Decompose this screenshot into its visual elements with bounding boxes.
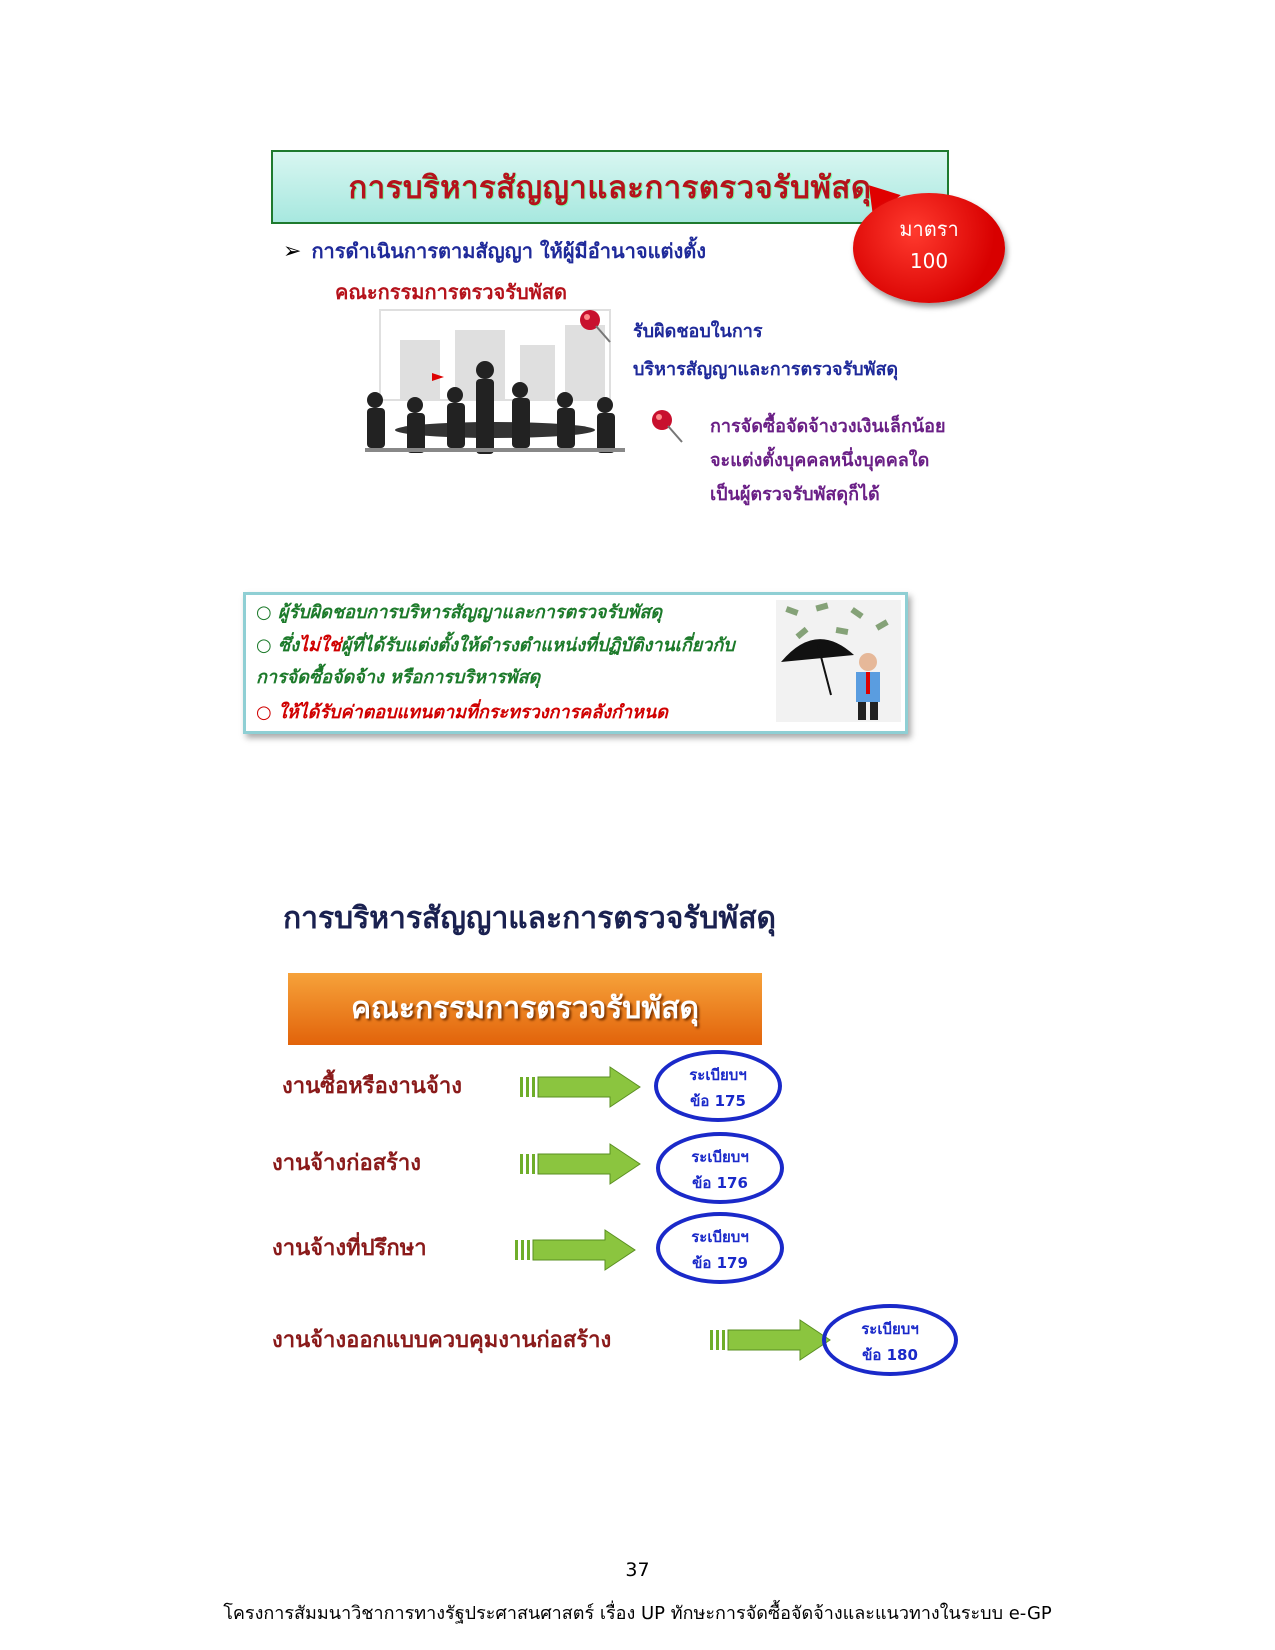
regulation-oval: ระเบียบฯ ข้อ 175 xyxy=(654,1050,782,1122)
regulation-oval: ระเบียบฯ ข้อ 180 xyxy=(822,1304,958,1376)
green-arrow-icon xyxy=(520,1066,641,1108)
footer-text: โครงการสัมมนาวิชาการทางรัฐประศาสนศาสตร์ … xyxy=(223,1603,1052,1624)
badge-line1: มาตรา xyxy=(899,217,959,241)
regulation-oval: ระเบียบฯ ข้อ 176 xyxy=(656,1132,784,1204)
responsibility-line1: รับผิดชอบในการ xyxy=(633,321,763,342)
regulation-clause: ข้อ 175 xyxy=(690,1092,746,1110)
row-label: งานจ้างก่อสร้าง xyxy=(272,1151,421,1176)
green-arrow-icon xyxy=(515,1229,636,1271)
regulation-label: ระเบียบฯ xyxy=(861,1320,919,1338)
page-number: 37 xyxy=(625,1559,650,1581)
bullet-contract: ➢ การดำเนินการตามสัญญา ให้ผู้มีอำนาจแต่งต… xyxy=(283,235,706,267)
info-line2-negation: ไม่ใช่ xyxy=(298,635,341,656)
responsibility-text: รับผิดชอบในการ บริหารสัญญาและการตรวจรับพ… xyxy=(633,313,898,389)
regulation-label: ระเบียบฯ xyxy=(691,1228,749,1246)
regulation-label: ระเบียบฯ xyxy=(689,1066,747,1084)
regulation-clause: ข้อ 179 xyxy=(692,1254,748,1272)
slide1-title: การบริหารสัญญาและการตรวจรับพัสดุ xyxy=(348,170,872,206)
info-line4: ○ ให้ได้รับค่าตอบแทนตามที่กระทรวงการคลัง… xyxy=(256,702,668,723)
green-arrow-icon xyxy=(710,1319,831,1361)
pushpin-icon xyxy=(580,310,611,343)
pushpin-icon xyxy=(652,410,683,443)
section-badge: มาตรา 100 xyxy=(853,193,1005,303)
bullet-committee: คณะกรรมการตรวจรับพัสด xyxy=(335,280,568,304)
small-purchase-line2: จะแต่งตั้งบุคคลหนึ่งบุคคลใด xyxy=(710,450,930,471)
info-line1: ○ ผู้รับผิดชอบการบริหารสัญญาและการตรวจรั… xyxy=(256,602,663,623)
info-line3: การจัดซื้อจัดจ้าง หรือการบริหารพัสดุ xyxy=(256,667,541,688)
small-purchase-text: การจัดซื้อจัดจ้างวงเงินเล็กน้อย จะแต่งตั… xyxy=(710,410,946,512)
regulation-clause: ข้อ 176 xyxy=(692,1174,748,1192)
responsibility-line2: บริหารสัญญาและการตรวจรับพัสดุ xyxy=(633,359,899,380)
money-umbrella-image xyxy=(776,600,901,722)
green-arrow-icon xyxy=(520,1143,641,1185)
row-label: งานซื้อหรืองานจ้าง xyxy=(282,1074,462,1099)
info-line2-post: ผู้ที่ได้รับแต่งตั้งให้ดำรงตำแหน่งที่ปฏิ… xyxy=(340,635,735,656)
badge-line2: 100 xyxy=(909,249,949,273)
slide2-title: การบริหารสัญญาและการตรวจรับพัสดุ xyxy=(283,901,776,936)
regulation-clause: ข้อ 180 xyxy=(862,1346,918,1364)
row-label: งานจ้างที่ปรึกษา xyxy=(272,1236,427,1261)
meeting-illustration xyxy=(365,309,625,454)
regulation-label: ระเบียบฯ xyxy=(691,1148,749,1166)
arrow-bullet-icon: ➢ xyxy=(283,239,302,264)
regulation-oval: ระเบียบฯ ข้อ 179 xyxy=(656,1212,784,1284)
slide1-title-box xyxy=(271,150,949,224)
committee-banner-text: คณะกรรมการตรวจรับพัสดุ xyxy=(350,991,700,1026)
small-purchase-line1: การจัดซื้อจัดจ้างวงเงินเล็กน้อย xyxy=(710,416,946,437)
bullet-contract-text: การดำเนินการตามสัญญา ให้ผู้มีอำนาจแต่งตั… xyxy=(311,239,706,263)
committee-banner xyxy=(288,973,762,1045)
info-line2-pre: ○ ซึ่ง xyxy=(256,635,299,656)
row-label: งานจ้างออกแบบควบคุมงานก่อสร้าง xyxy=(272,1328,612,1353)
info-line2: ○ ซึ่งไม่ใช่ผู้ที่ได้รับแต่งตั้งให้ดำรงต… xyxy=(256,630,735,662)
small-purchase-line3: เป็นผู้ตรวจรับพัสดุก็ได้ xyxy=(710,484,880,505)
